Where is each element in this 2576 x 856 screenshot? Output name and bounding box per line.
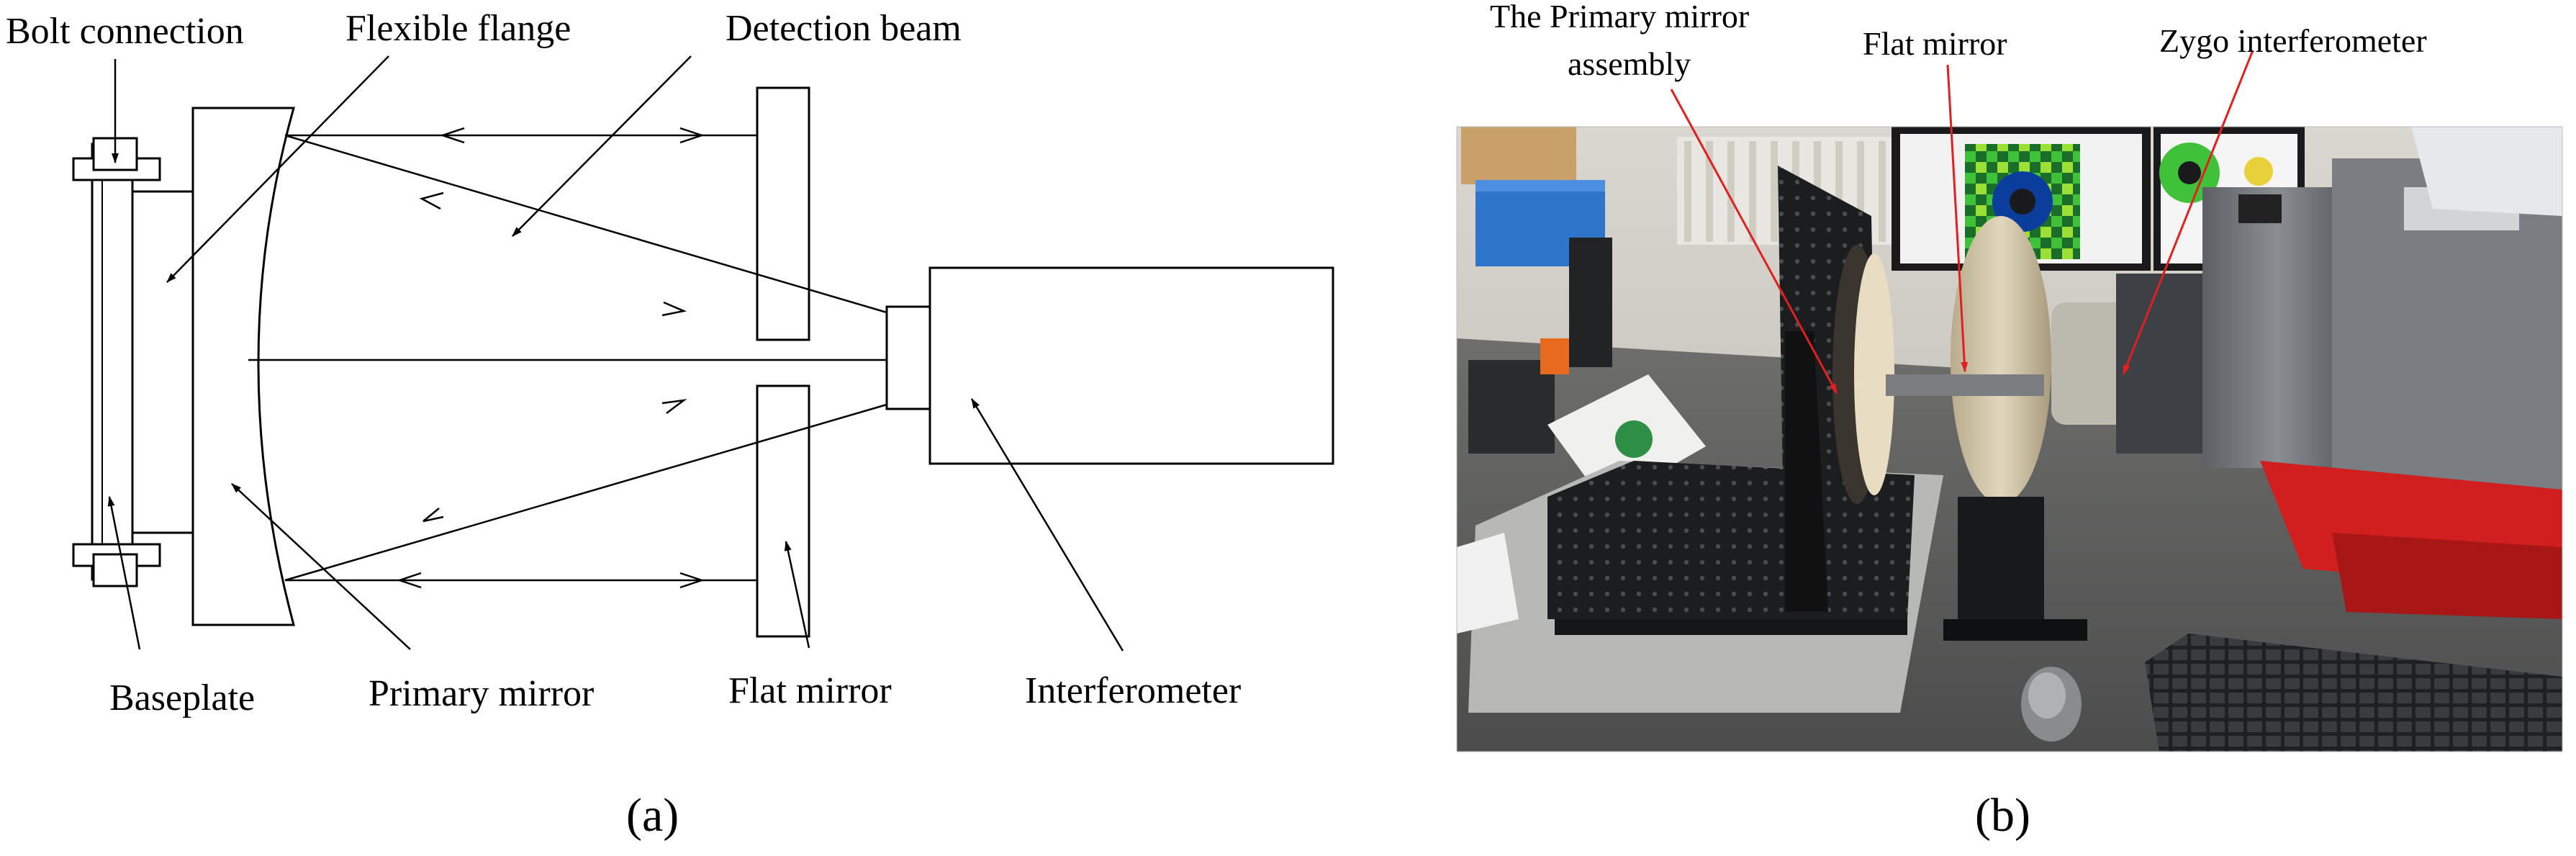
flexible-flange — [131, 190, 194, 534]
left-stage — [1468, 360, 1555, 454]
beam-bottom-arrow-left — [397, 572, 422, 589]
leader-beam — [512, 55, 692, 237]
leader-baseplate — [107, 496, 141, 650]
annotation-zygo-interferometer — [2122, 50, 2254, 375]
keyboard — [2145, 634, 2562, 752]
annotation-flat-mirror — [1946, 64, 1969, 372]
label-flat-mirror: Flat mirror — [728, 670, 892, 711]
primary-mirror — [191, 107, 295, 626]
beam-bottom-arrow-right — [679, 572, 705, 589]
beam-diag-arrow-1 — [419, 192, 444, 210]
caption-b: (b) — [1975, 789, 2030, 842]
panel-b-photo — [1456, 126, 2563, 752]
label-interferometer: Interferometer — [1025, 670, 1241, 711]
zygo-interferometer-photo — [2051, 158, 2562, 619]
panel-a-schematic — [72, 55, 1334, 652]
interferometer-lens — [885, 305, 931, 410]
flat-mirror-lower — [756, 384, 810, 638]
beam-diag-down — [284, 134, 887, 314]
flat-mirror-upper — [756, 86, 810, 341]
label-primary-mirror-assembly-line1: The Primary mirror — [1490, 0, 1749, 35]
primary-mirror-disc — [1854, 253, 1894, 495]
beam-top-arrow-right — [679, 127, 705, 144]
leader-flat — [784, 541, 810, 649]
beam-diag-arrow-3 — [422, 508, 444, 523]
optical-rail — [1886, 374, 2044, 396]
label-flexible-flange: Flexible flange — [345, 8, 571, 49]
paper-sheet-left — [1457, 533, 1519, 634]
label-bolt-connection: Bolt connection — [6, 11, 244, 52]
label-zygo-interferometer: Zygo interferometer — [2159, 22, 2427, 59]
beam-diag-up — [284, 403, 887, 582]
left-fixture — [1569, 238, 1612, 367]
leader-interferometer — [970, 398, 1124, 652]
label-detection-beam: Detection beam — [726, 8, 962, 49]
interferometer-body — [928, 266, 1334, 465]
leader-flange — [166, 55, 389, 283]
photo-frame — [1456, 126, 2563, 752]
bolt-bottom-head — [92, 553, 138, 587]
beam-diag-arrow-2 — [661, 301, 687, 317]
caption-a: (a) — [626, 789, 679, 842]
beam-top-arrow-left — [440, 127, 465, 144]
flat-mirror-photo — [1943, 216, 2087, 641]
beam-diag-arrow-4 — [661, 399, 687, 414]
cardboard-box — [1461, 127, 1576, 184]
label-flat-mirror-b: Flat mirror — [1863, 25, 2007, 62]
label-primary-mirror-assembly-line2: assembly — [1568, 45, 1691, 82]
label-primary-mirror: Primary mirror — [369, 673, 594, 714]
annotation-primary-mirror-assembly — [1670, 89, 1838, 394]
paper-stack — [2411, 127, 2562, 216]
leader-primary — [231, 483, 411, 650]
orange-knob — [1540, 338, 1569, 374]
label-baseplate: Baseplate — [109, 677, 255, 718]
